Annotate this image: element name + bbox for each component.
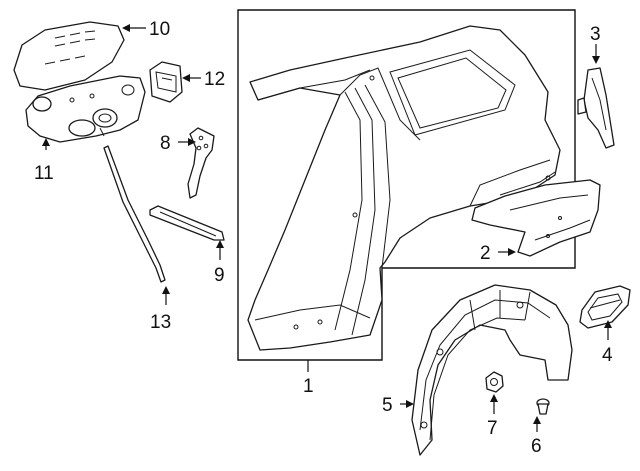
- fuel-door[interactable]: [13, 21, 125, 91]
- callout-9: 9: [214, 265, 225, 286]
- side-reflector[interactable]: [579, 285, 631, 329]
- callout-13: 13: [150, 312, 171, 333]
- seal-strip[interactable]: [149, 205, 225, 241]
- callout-4: 4: [602, 345, 613, 366]
- quarter-panel[interactable]: [247, 25, 561, 351]
- callout-12: 12: [204, 69, 225, 90]
- callout-2: 2: [480, 243, 491, 264]
- nut[interactable]: [485, 371, 504, 393]
- callout-5: 5: [382, 395, 393, 416]
- callout-10: 10: [149, 19, 170, 40]
- callout-11: 11: [34, 163, 54, 184]
- hinge[interactable]: [187, 127, 215, 199]
- drain-hose[interactable]: [103, 145, 166, 283]
- callout-6: 6: [531, 436, 542, 457]
- push-pin[interactable]: [536, 398, 550, 415]
- callout-7: 7: [487, 418, 498, 439]
- callout-1: 1: [303, 376, 314, 397]
- leader-lines: [42, 24, 612, 432]
- fuel-door-actuator[interactable]: [149, 61, 183, 103]
- wheelhouse-liner[interactable]: [411, 284, 573, 456]
- callout-3: 3: [590, 24, 601, 45]
- callout-8: 8: [160, 133, 171, 154]
- inner-bracket[interactable]: [471, 179, 601, 257]
- fuel-filler-housing[interactable]: [25, 75, 146, 143]
- upper-bracket[interactable]: [577, 67, 615, 149]
